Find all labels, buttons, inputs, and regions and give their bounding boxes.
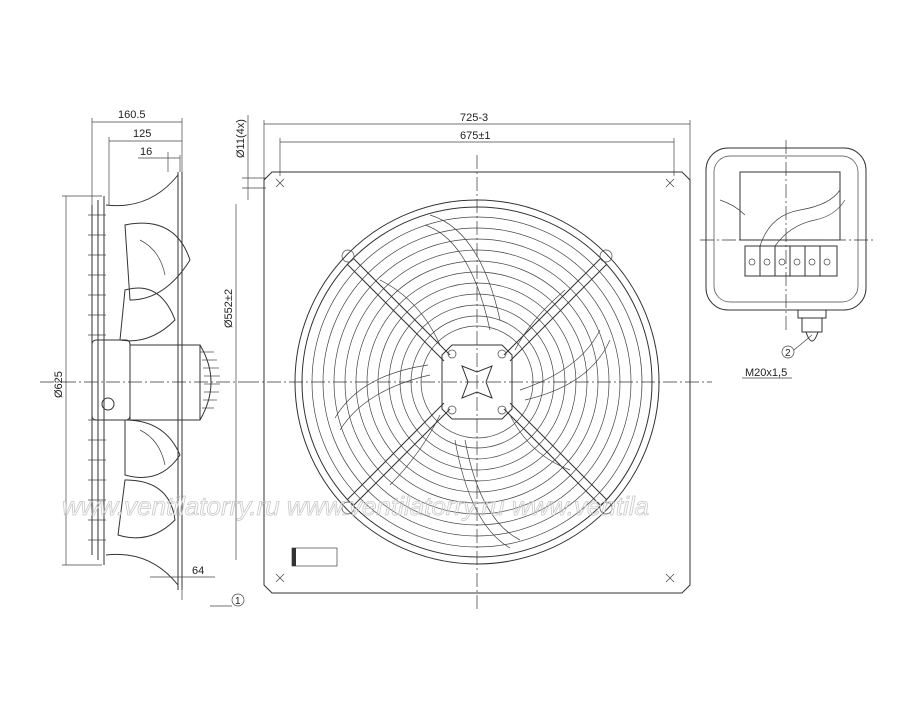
callout-two: 2 — [785, 348, 791, 359]
dim-side-mount: 125 — [133, 128, 151, 140]
terminal-box-view: 2 M20x1,5 — [700, 140, 876, 379]
side-view: 160.5 125 16 Ø625 — [40, 109, 245, 607]
dim-hole-dia: Ø11(4x) — [235, 119, 247, 158]
dim-plate-holes: 675±1 — [460, 130, 491, 142]
callout-one: 1 — [235, 596, 241, 607]
gland-label: M20x1,5 — [745, 367, 787, 379]
dim-side-height: Ø625 — [53, 371, 65, 398]
dim-ring-dia: Ø552±2 — [223, 289, 235, 328]
dim-side-bottom: 64 — [192, 565, 204, 577]
front-view: Ø11(4x) 725-3 675±1 Ø552±2 — [223, 112, 712, 612]
dim-side-flange: 16 — [140, 146, 152, 158]
watermark-text: www.ventilatorry.ru www.ventilatorry.ru … — [62, 491, 649, 521]
dim-side-depth: 160.5 — [118, 109, 146, 121]
dim-plate-outer: 725-3 — [460, 112, 488, 124]
